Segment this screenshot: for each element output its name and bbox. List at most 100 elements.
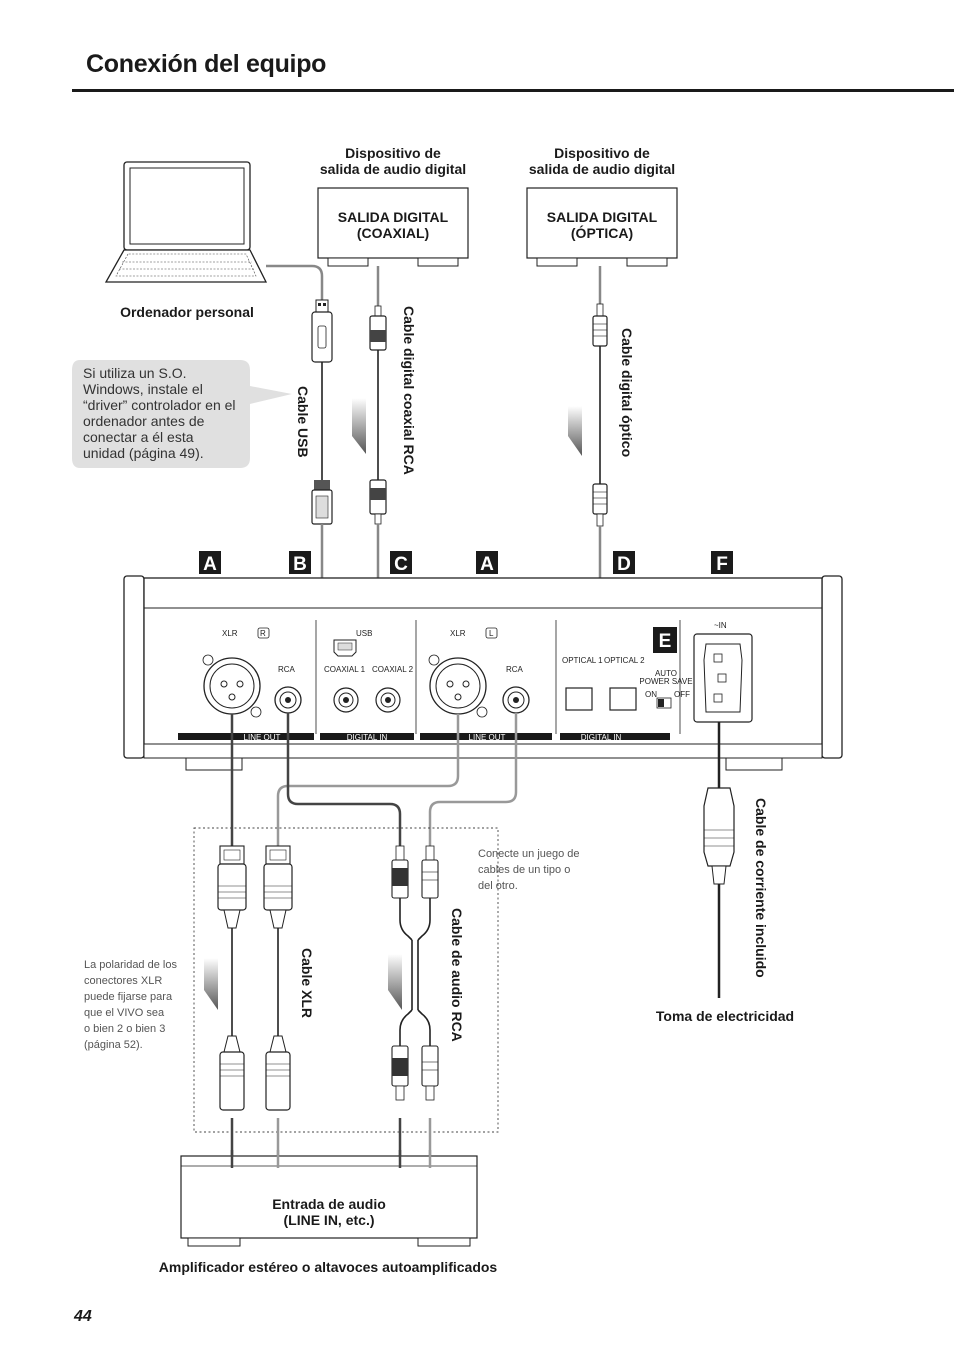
strip-digital-in: DIGITAL IN xyxy=(347,733,388,742)
panel-letter-e: E xyxy=(653,627,677,653)
note-line: Si utiliza un S.O. xyxy=(83,365,187,381)
svg-text:F: F xyxy=(716,554,728,575)
optical-output-device: SALIDA DIGITAL (ÓPTICA) xyxy=(526,187,678,267)
xlr-polarity-note: La polaridad de los conectores XLR puede… xyxy=(84,959,177,1051)
optical1-input[interactable] xyxy=(565,687,593,711)
section-letter-a: A xyxy=(476,551,498,575)
coaxial1-label: COAXIAL 1 xyxy=(324,665,366,674)
down-arrow-icon xyxy=(568,406,582,456)
coaxial1-input[interactable] xyxy=(333,687,359,713)
section-letter-c: C xyxy=(390,551,412,575)
svg-text:cables de un tipo o: cables de un tipo o xyxy=(478,864,570,876)
windows-driver-note: Si utiliza un S.O. Windows, instale el “… xyxy=(72,360,292,468)
switch-off-label: OFF xyxy=(674,690,690,699)
rca-l-label: RCA xyxy=(506,665,524,674)
rca-output-r[interactable] xyxy=(274,686,302,714)
down-arrow-icon xyxy=(352,398,366,454)
coaxial2-label: COAXIAL 2 xyxy=(372,665,414,674)
svg-text:o bien 2 o bien 3: o bien 2 o bien 3 xyxy=(84,1023,165,1035)
optical-cable-label: Cable digital óptico xyxy=(619,328,635,457)
xlr-plug-icon xyxy=(265,1051,291,1111)
usb-cable-label: Cable USB xyxy=(295,386,311,458)
auto-power-save-switch[interactable] xyxy=(656,697,672,709)
strip-digital-in: DIGITAL IN xyxy=(581,733,622,742)
rca-audio-cable-label: Cable de audio RCA xyxy=(449,908,465,1042)
svg-text:E: E xyxy=(659,631,672,652)
usb-b-port[interactable] xyxy=(333,639,357,657)
ac-power-inlet[interactable] xyxy=(693,633,753,723)
amp-box-text: (LINE IN, etc.) xyxy=(283,1212,374,1228)
note-line: conectar a él esta xyxy=(83,429,194,445)
note-line: Windows, instale el xyxy=(83,381,203,397)
page-title: Conexión del equipo xyxy=(86,50,327,78)
coax-cable-label: Cable digital coaxial RCA xyxy=(401,306,417,475)
svg-text:que el VIVO sea: que el VIVO sea xyxy=(84,1007,165,1019)
svg-text:B: B xyxy=(293,554,307,575)
page-number: 44 xyxy=(74,1308,92,1325)
coax-box-text: (COAXIAL) xyxy=(357,225,429,241)
coax-output-device: SALIDA DIGITAL (COAXIAL) xyxy=(317,187,469,267)
computer-label: Ordenador personal xyxy=(120,304,254,320)
down-arrow-icon xyxy=(388,954,402,1010)
svg-text:La polaridad de los: La polaridad de los xyxy=(84,959,177,971)
svg-text:puede fijarse para: puede fijarse para xyxy=(84,991,173,1003)
usb-plug-icon xyxy=(311,311,333,363)
optical2-input[interactable] xyxy=(609,687,637,711)
rca-stereo-cable xyxy=(391,845,439,1168)
xlr-plug-icon xyxy=(263,863,293,911)
usb-port-label: USB xyxy=(356,629,372,638)
optical-box-text: (ÓPTICA) xyxy=(571,224,633,241)
svg-text:D: D xyxy=(617,554,631,575)
r-mark: R xyxy=(260,629,266,638)
rca-plug-icon xyxy=(421,1045,439,1087)
usb-cable xyxy=(311,299,336,652)
down-arrow-icon xyxy=(204,958,218,1010)
xlr-l-label: XLR xyxy=(450,629,466,638)
svg-text:Conecte un juego de: Conecte un juego de xyxy=(478,848,580,860)
note-line: unidad (página 49). xyxy=(83,445,204,461)
svg-text:(página 52).: (página 52). xyxy=(84,1039,143,1051)
rca-output-l[interactable] xyxy=(502,686,530,714)
section-letter-a: A xyxy=(199,551,221,575)
optical-box-text: SALIDA DIGITAL xyxy=(547,209,658,225)
optical-device-label: salida de audio digital xyxy=(529,161,675,177)
strip-line-out: LINE OUT xyxy=(244,733,281,742)
title-divider xyxy=(72,89,954,92)
amplifier-device: Entrada de audio (LINE IN, etc.) xyxy=(180,1155,478,1247)
svg-text:del otro.: del otro. xyxy=(478,880,518,892)
xlr-plug-icon xyxy=(217,863,247,911)
note-line: “driver” controlador en el xyxy=(83,397,236,413)
l-mark: L xyxy=(489,629,494,638)
coax-device-label: Dispositivo de xyxy=(345,145,441,161)
xlr-cable-label: Cable XLR xyxy=(299,948,315,1018)
coax-device-label: salida de audio digital xyxy=(320,161,466,177)
laptop-icon xyxy=(104,161,268,283)
coaxial2-input[interactable] xyxy=(375,687,401,713)
svg-text:C: C xyxy=(394,554,408,575)
cable-type-note: Conecte un juego de cables de un tipo o … xyxy=(478,848,580,892)
note-line: ordenador antes de xyxy=(83,413,205,429)
optical-plug-icon xyxy=(592,483,608,515)
optical-cable xyxy=(582,266,608,702)
xlr-output-l[interactable] xyxy=(428,654,488,718)
ac-in-label: ~IN xyxy=(714,621,727,630)
power-plug-icon xyxy=(703,787,735,867)
xlr-cable-r xyxy=(217,845,247,1168)
rca-r-label: RCA xyxy=(278,665,296,674)
section-letter-d: D xyxy=(613,551,635,575)
xlr-plug-icon xyxy=(219,1051,245,1111)
svg-text:conectores XLR: conectores XLR xyxy=(84,975,162,987)
coax-box-text: SALIDA DIGITAL xyxy=(338,209,449,225)
xlr-cable-l xyxy=(263,845,293,1168)
strip-line-out: LINE OUT xyxy=(469,733,506,742)
xlr-output-r[interactable] xyxy=(202,654,262,718)
optical-device-label: Dispositivo de xyxy=(554,145,650,161)
wall-outlet-label: Toma de electricidad xyxy=(656,1008,794,1024)
optical1-label: OPTICAL 1 xyxy=(562,656,603,665)
rca-plug-icon xyxy=(421,859,439,899)
power-cable-label: Cable de corriente incluido xyxy=(753,798,769,978)
power-cable xyxy=(703,722,735,998)
section-letter-f: F xyxy=(711,551,733,575)
svg-text:A: A xyxy=(480,554,494,575)
